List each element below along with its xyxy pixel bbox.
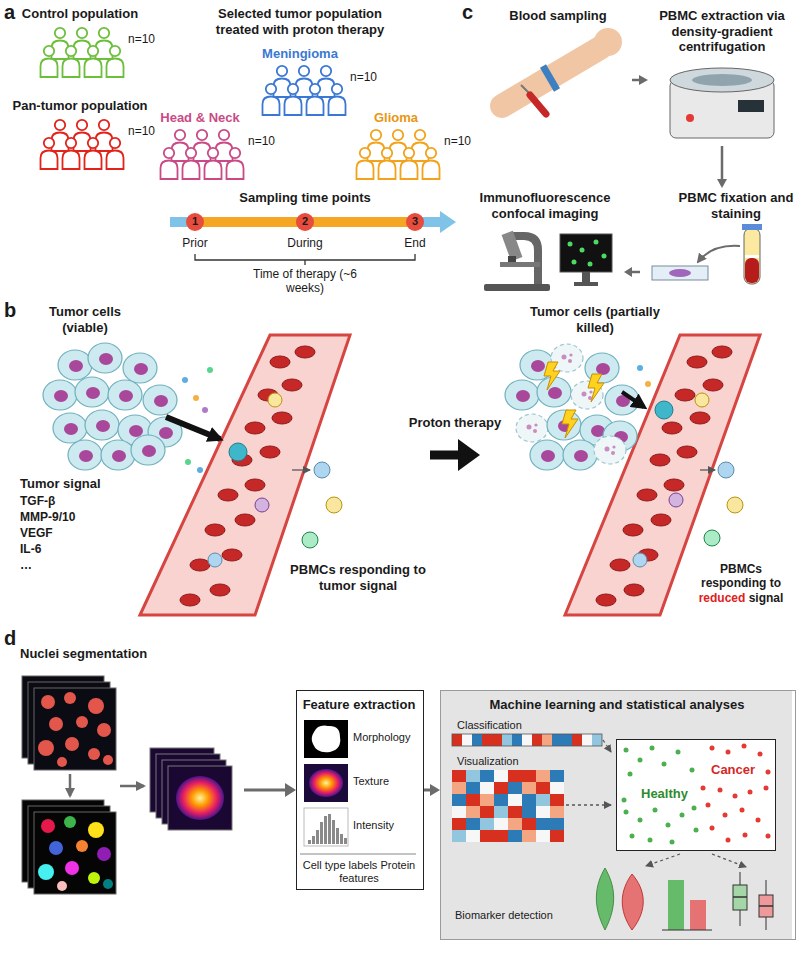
node-text: Morphology: [353, 731, 410, 744]
feature-thumbnails: [300, 720, 416, 854]
step-panel: PBMC extraction via density-gradient cen…: [648, 4, 800, 146]
node-text: Cancer: [709, 762, 757, 778]
arrow-head: [717, 179, 727, 188]
node-text: Machine learning and statistical analyse…: [441, 697, 793, 713]
group-title: Control population: [22, 6, 138, 22]
sample-size: n=10: [128, 32, 155, 46]
arrow-head: [624, 267, 632, 277]
step-panel: Immunofluorescence confocal imaging: [470, 188, 624, 292]
node-text: PBMCs responding to reduced signal: [688, 562, 794, 605]
arrow-head: [458, 439, 480, 471]
step-panel: PBMC fixation and staining: [640, 188, 800, 292]
segmentation-stacks: [22, 676, 232, 894]
group-title: Meningioma: [262, 46, 338, 62]
panel-letter: a: [4, 0, 15, 24]
sample-size: n=10: [128, 124, 155, 138]
timeline-title: Sampling time points: [239, 190, 370, 206]
group-title: Glioma: [374, 110, 418, 126]
node-text: IL-6: [20, 542, 41, 556]
group-title: Pan-tumor population: [12, 98, 147, 114]
process-box: Feature extractionMorphologyTextureInten…: [296, 690, 424, 890]
panel-letter: c: [462, 0, 473, 24]
node-text: …: [20, 558, 32, 572]
connector-arrow: [632, 75, 648, 85]
analysis-panel: [440, 690, 792, 940]
node-text: MMP-9/10: [20, 510, 75, 524]
node-text: VEGF: [20, 526, 53, 540]
time-point: Prior: [182, 236, 207, 250]
panel-letter: d: [4, 626, 16, 650]
centrifuge: [670, 68, 774, 138]
scene-panel: Tumor cells (viable) Tumor signalTGF-βMMP…: [10, 300, 430, 615]
tube-and-slide: [652, 224, 762, 284]
step-panel: Nuclei segmentation: [14, 640, 244, 902]
time-point: During: [287, 236, 322, 250]
duration-note: Time of therapy (~6 weeks): [250, 267, 360, 296]
callout-number: 1: [192, 215, 198, 228]
time-point: End: [404, 236, 425, 250]
node-text: Classification: [457, 719, 522, 732]
node-text: Nuclei segmentation: [20, 646, 147, 662]
node-text: Texture: [353, 775, 389, 788]
tumor-cells-viable: [43, 343, 220, 473]
confocal-microscope: [484, 231, 612, 291]
sample-size: n=10: [444, 134, 471, 148]
callout-number: 2: [302, 215, 308, 228]
arrow-head: [430, 784, 440, 796]
group-title: Head & Neck: [160, 110, 239, 126]
edge-label: Proton therapy: [407, 415, 503, 431]
node-text: Biomarker detection: [455, 909, 553, 922]
node-text: Intensity: [353, 819, 394, 832]
node-text: PBMC extraction via density-gradient cen…: [648, 8, 796, 55]
node-text: Blood sampling: [488, 8, 628, 24]
blood-draw-arm: [502, 28, 622, 114]
step-panel: Blood sampling: [488, 4, 632, 120]
node-text: Cell type labels Protein features: [301, 859, 417, 885]
connector-line: [244, 789, 287, 792]
sample-size: n=10: [248, 134, 275, 148]
arrow-head: [639, 75, 648, 85]
connector-arrow: [244, 783, 296, 797]
connector-arrow: [717, 146, 727, 188]
node-text: Feature extraction: [297, 697, 421, 713]
tumor-cells-irradiated: [505, 344, 651, 470]
connector-arrow: [430, 439, 480, 471]
node-text: PBMCs responding to tumor signal: [288, 562, 428, 593]
connector-line: [721, 146, 724, 181]
connector-line: [430, 451, 462, 460]
arrow-head: [285, 783, 296, 797]
node-text: TGF-β: [20, 494, 55, 508]
node-text: PBMC fixation and staining: [676, 190, 796, 221]
panel-letter: b: [4, 298, 16, 322]
node-text: Tumor signal: [20, 476, 101, 492]
therapy-timeline: [170, 211, 456, 265]
process-box: Machine learning and statistical analyse…: [440, 690, 796, 940]
sample-size: n=10: [350, 70, 377, 84]
node-text: Healthy: [639, 786, 690, 802]
plot-box: Healthy Cancer: [616, 739, 776, 851]
node-text: Visualization: [457, 755, 519, 768]
node-text: Immunofluorescence confocal imaging: [470, 190, 620, 221]
group-title: Selected tumor population treated with p…: [200, 6, 400, 37]
node-text: Tumor cells (viable): [30, 304, 140, 335]
callout-number: 3: [412, 215, 418, 228]
scene-panel: Tumor cells (partially killed) PBMCs resp…: [480, 300, 796, 615]
connector-arrow: [624, 267, 640, 277]
connector-arrow: [424, 784, 440, 796]
node-text: Tumor cells (partially killed): [520, 304, 670, 335]
